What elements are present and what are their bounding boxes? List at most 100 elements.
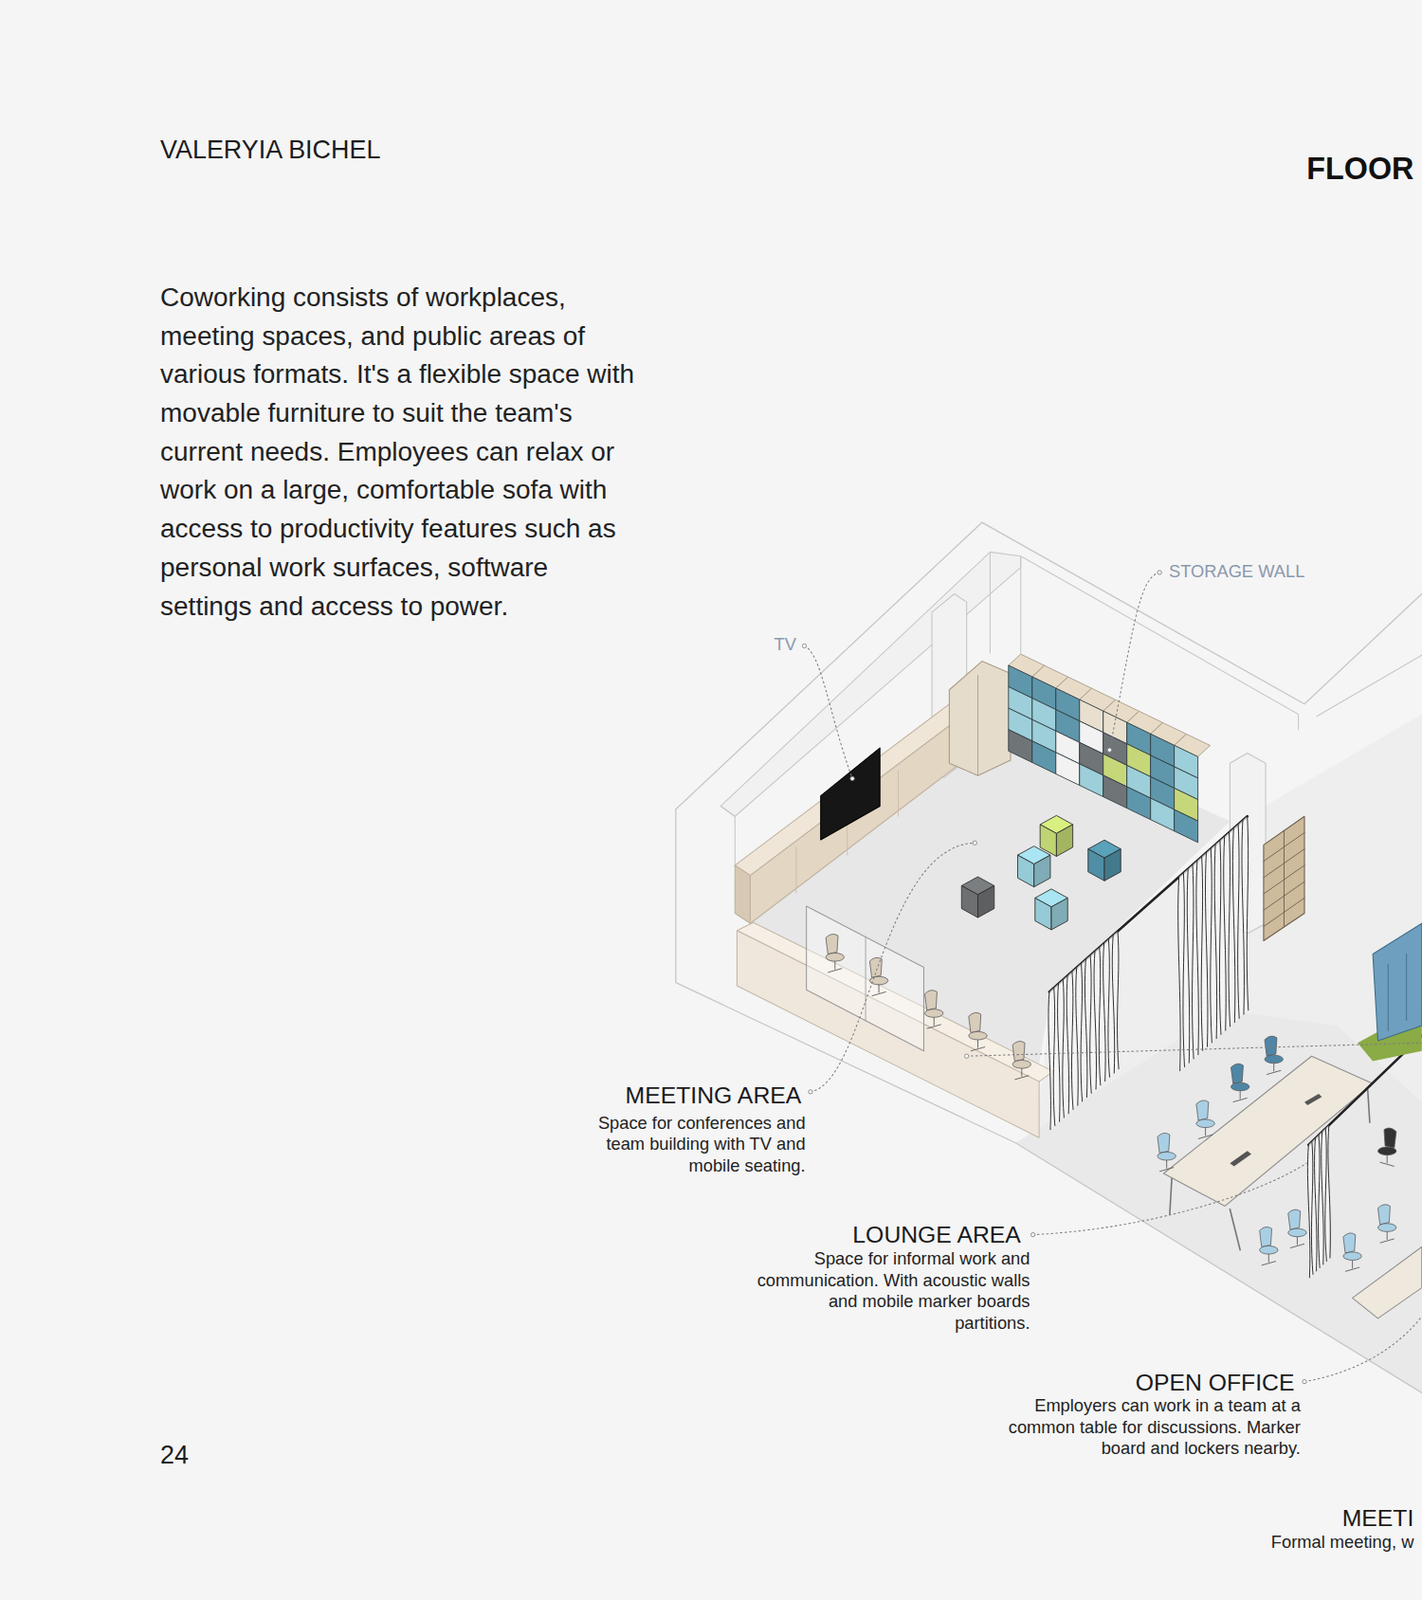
chair-base xyxy=(927,1017,942,1029)
leader-dot xyxy=(1107,747,1112,752)
counter-front xyxy=(749,714,965,925)
curtain-fold xyxy=(1080,964,1083,1102)
curtain-fold xyxy=(1246,816,1249,1011)
chair-base xyxy=(1159,1160,1174,1172)
curtain-fabric xyxy=(1308,1125,1330,1278)
chair-back xyxy=(1157,1132,1170,1153)
callout-label: STORAGE WALL xyxy=(1168,561,1373,583)
glass-panel-frame xyxy=(865,936,867,1021)
chair xyxy=(1343,1233,1362,1272)
storage-cell xyxy=(1008,729,1033,764)
chair-back xyxy=(1288,1209,1301,1230)
leader-dot xyxy=(1030,1232,1035,1237)
chair xyxy=(1288,1209,1307,1248)
curtain-fold xyxy=(1311,1141,1313,1275)
chair-back xyxy=(1264,1036,1277,1057)
curtain-fold xyxy=(1062,980,1065,1118)
tv-screen xyxy=(820,747,880,840)
leader-line xyxy=(810,842,975,1093)
curtain-fold xyxy=(1090,955,1093,1094)
chair xyxy=(1259,1226,1278,1265)
chair-seat xyxy=(1012,1060,1031,1070)
curtain-fold xyxy=(1178,876,1181,1072)
wall-outline xyxy=(1316,655,1422,717)
curtain-fold xyxy=(1219,840,1222,1036)
curtain-fold xyxy=(1238,824,1240,1020)
leader-line xyxy=(1304,1316,1422,1383)
outer-wall-outline xyxy=(982,522,1422,705)
storage-cell xyxy=(1127,786,1151,821)
curtain-fabric xyxy=(1049,930,1118,1130)
chair-back xyxy=(1230,1063,1243,1084)
area-description: Formal meeting, w xyxy=(1107,1531,1414,1554)
curtain-fold xyxy=(1186,869,1189,1064)
curtain-fold xyxy=(1112,935,1114,1074)
chair-base xyxy=(827,961,842,973)
storage-cell xyxy=(1150,798,1175,832)
chair-base xyxy=(1198,1128,1213,1140)
leader-dot xyxy=(802,643,806,648)
curtain-fold xyxy=(1098,947,1101,1085)
curtain-fold xyxy=(1328,1125,1331,1258)
chair-base xyxy=(1345,1260,1360,1273)
curtain-fold xyxy=(1228,832,1231,1027)
curtain-fold xyxy=(1075,967,1078,1106)
curtain-fold xyxy=(1057,984,1060,1122)
curtain-fold xyxy=(1321,1131,1324,1265)
chair-base xyxy=(1261,1254,1277,1266)
bookshelf-divider xyxy=(1283,830,1285,927)
area-heading: MEETING AREA xyxy=(393,1081,803,1111)
table-power xyxy=(1304,1093,1322,1106)
curtain-fold xyxy=(1093,951,1096,1090)
chair-base xyxy=(1380,1155,1395,1167)
chair-seat xyxy=(1288,1228,1307,1238)
chair-back xyxy=(925,990,938,1011)
area-description: Employers can work in a team at a common… xyxy=(999,1395,1301,1460)
leader-line xyxy=(1033,1163,1308,1235)
chair xyxy=(1378,1128,1397,1167)
curtain-fold xyxy=(1196,860,1199,1056)
chair-base xyxy=(872,984,887,997)
ottoman-side xyxy=(1051,897,1068,930)
chair-seat xyxy=(1343,1252,1362,1261)
storage-cell xyxy=(1103,775,1128,809)
curtain-fold xyxy=(1241,820,1244,1015)
leader-line xyxy=(804,645,854,779)
chair-seat xyxy=(1378,1147,1397,1156)
chair-base xyxy=(1266,1063,1281,1076)
chair xyxy=(925,990,944,1029)
chair-base xyxy=(1380,1231,1395,1243)
bookshelf xyxy=(1263,816,1305,941)
curtain-fold xyxy=(1103,943,1106,1081)
ottoman-side xyxy=(961,885,978,918)
chair-back xyxy=(968,1012,982,1033)
leader-dot xyxy=(850,776,855,781)
curtain-fold xyxy=(1210,848,1213,1043)
ottoman-side xyxy=(978,885,995,918)
curtain-fold xyxy=(1066,975,1069,1113)
leader-dot xyxy=(965,1054,969,1058)
curtain-fold xyxy=(1325,1129,1328,1262)
chair xyxy=(1196,1100,1215,1139)
chair-back xyxy=(825,933,839,954)
team-table xyxy=(1352,1247,1422,1319)
author-name: VALERYIA BICHEL xyxy=(160,134,589,165)
team-table xyxy=(1163,1056,1373,1206)
chair-back xyxy=(1378,1204,1391,1225)
curtain-fold xyxy=(1205,853,1208,1048)
storage-cell xyxy=(1032,741,1057,775)
leader-dot xyxy=(808,1090,813,1094)
page-number: 24 xyxy=(160,1440,263,1471)
chair-seat xyxy=(925,1009,944,1019)
curtain-fold xyxy=(1084,959,1087,1097)
chair-back xyxy=(1012,1040,1025,1061)
glass-panel xyxy=(806,906,925,1052)
curtain-fold xyxy=(1201,856,1204,1052)
curtain-fold xyxy=(1117,930,1120,1069)
ottoman-side xyxy=(1088,849,1105,882)
curtain-fold xyxy=(1192,864,1195,1059)
counter-side xyxy=(734,865,750,924)
wardrobe xyxy=(948,661,1011,777)
